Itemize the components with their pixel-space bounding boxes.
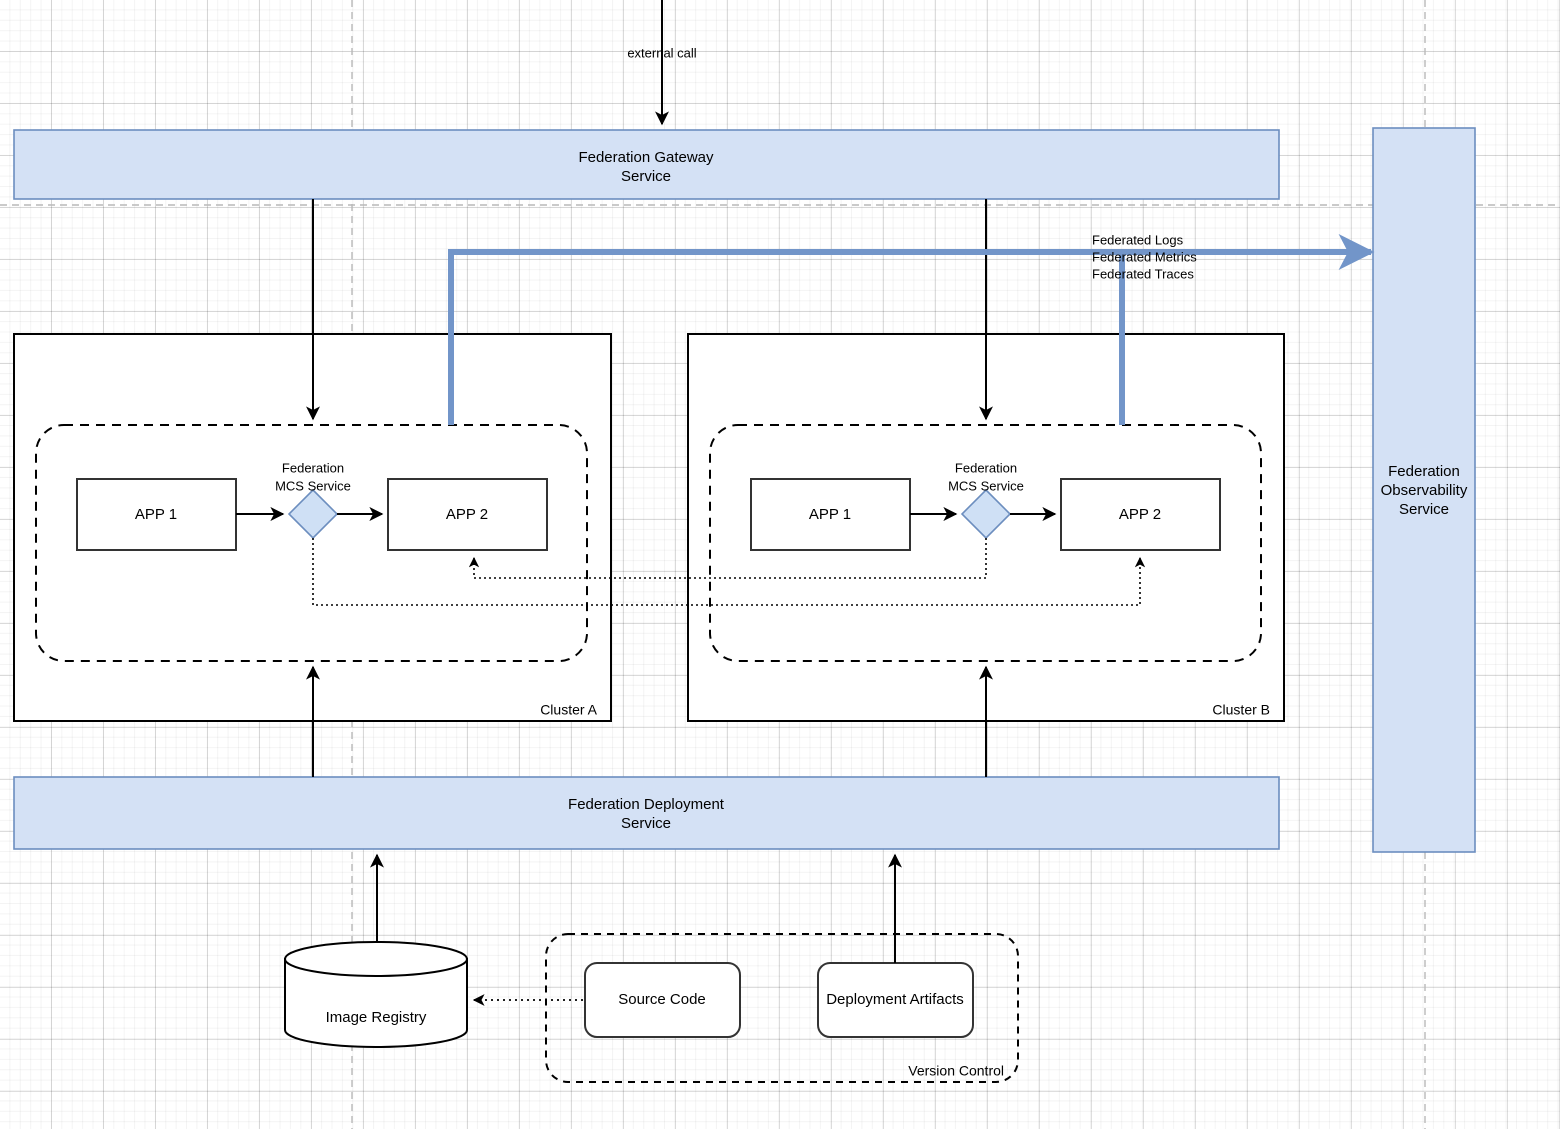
cluster-a-app1-label: APP 1 — [135, 506, 177, 523]
deployment-artifacts-label: Deployment Artifacts — [826, 991, 964, 1008]
external-call-edge: external call — [627, 0, 697, 126]
federation-observability-service[interactable]: Federation Observability Service — [1372, 127, 1476, 853]
cluster-b-mcs-label-line2: MCS Service — [948, 478, 1024, 493]
external-call-label: external call — [627, 45, 696, 60]
cluster-b-mcs-to-cluster-a-app2-edge — [468, 538, 987, 579]
cluster-a-mcs-label-line2: MCS Service — [275, 478, 351, 493]
cluster-a-app1[interactable]: APP 1 — [76, 478, 237, 551]
gateway-label-line1: Federation Gateway — [578, 149, 714, 166]
telemetry-labels: Federated Logs Federated Metrics Federat… — [1092, 232, 1197, 281]
cluster-a-pod-boundary — [35, 424, 588, 662]
source-code-label: Source Code — [618, 991, 706, 1008]
cluster-a-label: Cluster A — [540, 702, 597, 718]
deployment-artifacts-node[interactable]: Deployment Artifacts — [817, 962, 974, 1038]
cluster-a-mcs-to-cluster-b-app2-edge — [312, 538, 1146, 606]
deployment-label-line1: Federation Deployment — [568, 796, 725, 813]
telemetry-label-logs: Federated Logs — [1092, 232, 1184, 247]
federation-gateway-service[interactable]: Federation Gateway Service — [13, 129, 1280, 200]
observability-label-line2: Observability — [1381, 482, 1468, 499]
source-code-node[interactable]: Source Code — [584, 962, 741, 1038]
cluster-b-mcs-service[interactable]: Federation MCS Service — [948, 460, 1024, 540]
cluster-b-mcs-label-line1: Federation — [955, 460, 1017, 475]
image-registry[interactable]: Image Registry — [284, 941, 468, 1048]
cluster-a-app2[interactable]: APP 2 — [387, 478, 548, 551]
observability-label-line1: Federation — [1388, 463, 1460, 480]
cluster-b-pod-boundary — [709, 424, 1262, 662]
federation-deployment-service[interactable]: Federation Deployment Service — [13, 776, 1280, 850]
version-control-label: Version Control — [908, 1063, 1004, 1079]
telemetry-label-traces: Federated Traces — [1092, 266, 1194, 281]
cluster-a-app2-label: APP 2 — [446, 506, 488, 523]
cluster-a-mcs-label-line1: Federation — [282, 460, 344, 475]
image-registry-label: Image Registry — [326, 1009, 427, 1026]
cluster-b-app2-label: APP 2 — [1119, 506, 1161, 523]
telemetry-label-metrics: Federated Metrics — [1092, 249, 1197, 264]
cluster-a-mcs-service[interactable]: Federation MCS Service — [275, 460, 351, 540]
cluster-a-telemetry-flow — [448, 249, 1100, 425]
version-control-group[interactable]: Version Control — [545, 933, 1019, 1083]
cluster-b-app1-label: APP 1 — [809, 506, 851, 523]
cluster-b-app1[interactable]: APP 1 — [750, 478, 911, 551]
cluster-b-label: Cluster B — [1212, 702, 1270, 718]
observability-label-line3: Service — [1399, 501, 1449, 518]
cluster-b-app2[interactable]: APP 2 — [1060, 478, 1221, 551]
deployment-label-line2: Service — [621, 815, 671, 832]
gateway-label-line2: Service — [621, 168, 671, 185]
